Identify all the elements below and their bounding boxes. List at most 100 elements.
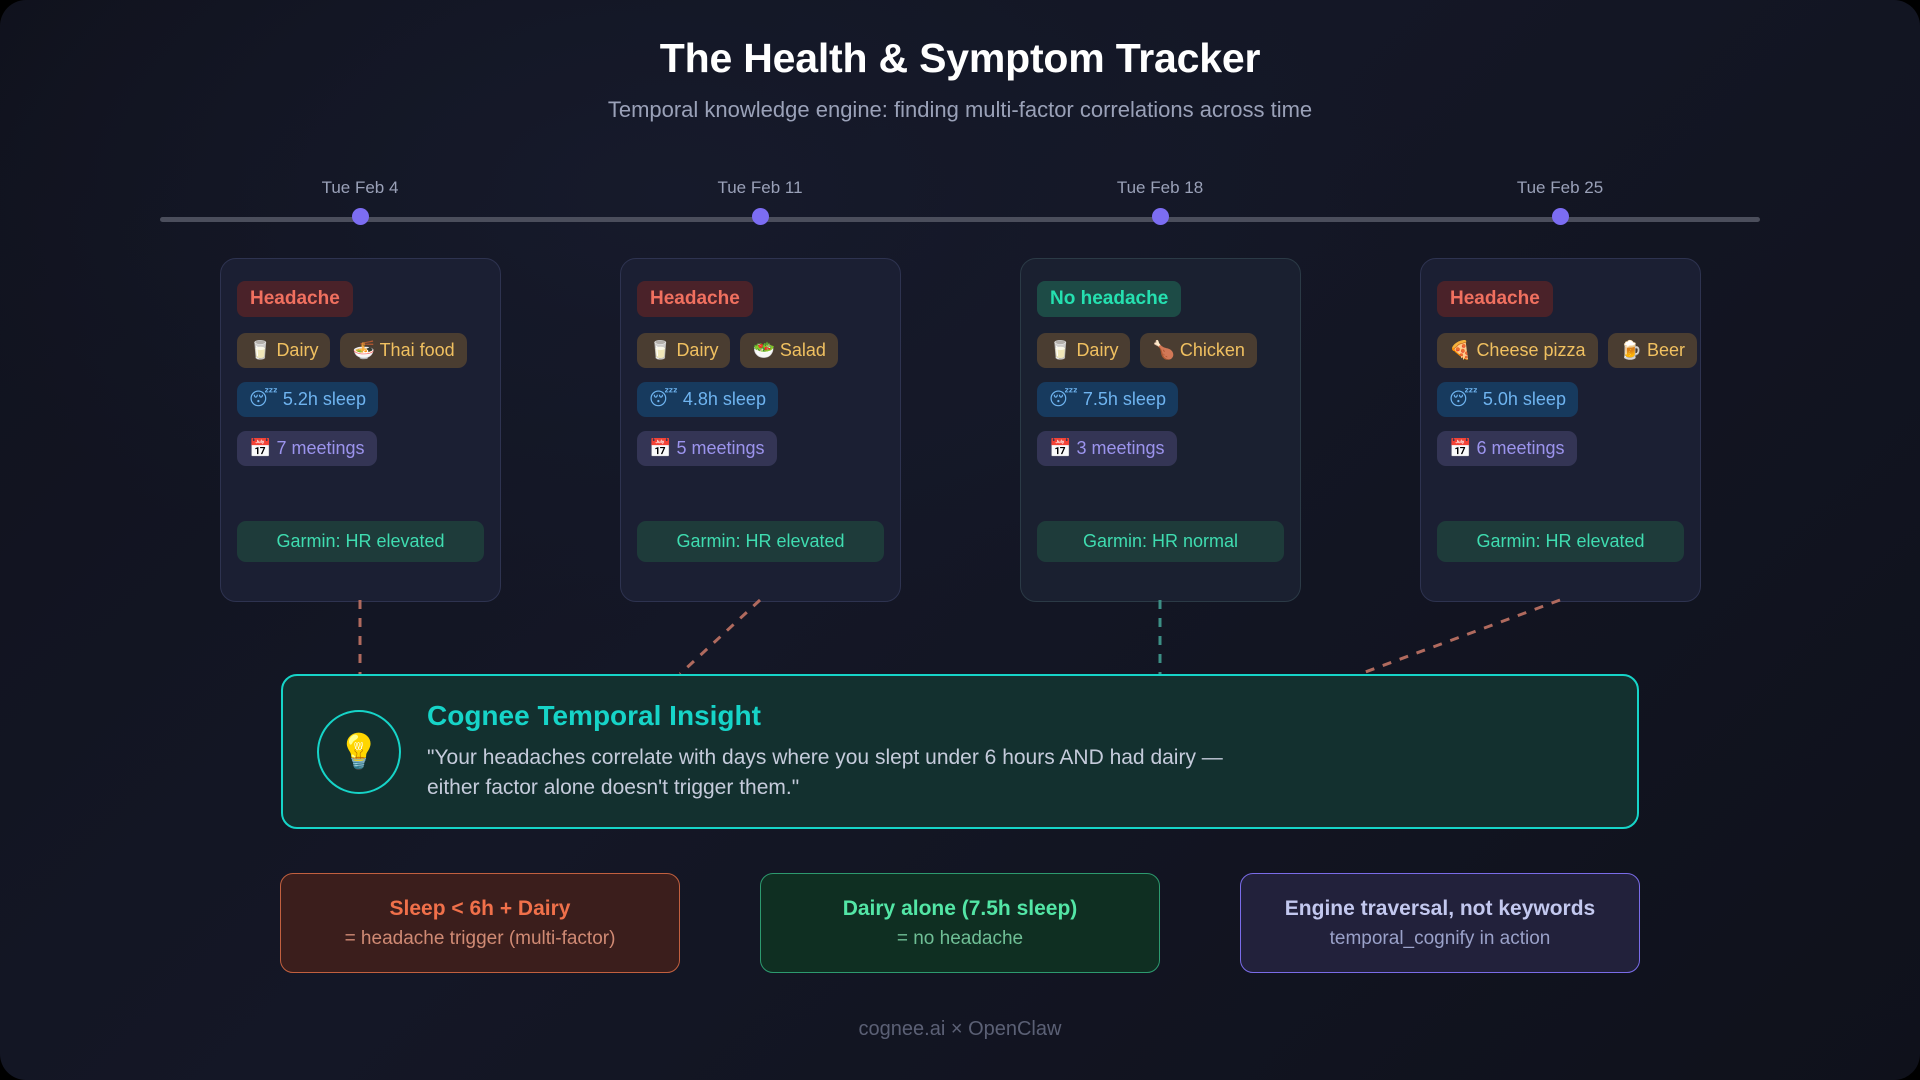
food-tag-row: 🥛 Dairy 🍜 Thai food [237, 333, 484, 368]
meetings-tag[interactable]: 📅 3 meetings [1037, 431, 1177, 466]
conclusion-card-method[interactable]: Engine traversal, not keywords temporal_… [1240, 873, 1640, 973]
timeline-dot-icon[interactable] [351, 208, 369, 225]
food-tag[interactable]: 🍗 Chicken [1140, 333, 1257, 368]
timeline-dot-icon[interactable] [751, 208, 769, 225]
meetings-row: 📅 3 meetings [1037, 431, 1284, 466]
device-badge[interactable]: Garmin: HR elevated [237, 521, 484, 562]
food-tag[interactable]: 🍜 Thai food [340, 333, 467, 368]
timeline-point-1[interactable]: Tue Feb 11 [660, 178, 860, 225]
sleeping-face-icon: 😴 [1449, 389, 1478, 410]
food-tag-label: Cheese pizza [1476, 340, 1586, 360]
food-tag[interactable]: 🍕 Cheese pizza [1437, 333, 1598, 368]
food-tag-row: 🥛 Dairy 🥗 Salad [637, 333, 884, 368]
insight-quote-line-2: either factor alone doesn't trigger them… [427, 776, 800, 799]
noodles-icon: 🍜 [352, 340, 375, 361]
sleep-tag-label: 4.8h sleep [682, 389, 766, 409]
sleeping-face-icon: 😴 [1049, 389, 1078, 410]
device-badge[interactable]: Garmin: HR elevated [1437, 521, 1684, 562]
sleep-row: 😴 5.0h sleep [1437, 382, 1684, 417]
food-tag[interactable]: 🥗 Salad [740, 333, 838, 368]
status-badge: Headache [1437, 281, 1553, 317]
sleep-tag-label: 5.0h sleep [1482, 389, 1566, 409]
timeline-label: Tue Feb 18 [1116, 178, 1204, 197]
timeline-label: Tue Feb 11 [717, 178, 803, 197]
food-tag[interactable]: 🍺 Beer [1607, 333, 1697, 368]
calendar-icon: 📅 [1449, 438, 1472, 459]
timeline-dot-icon[interactable] [1151, 208, 1169, 225]
chicken-icon: 🍗 [1152, 340, 1175, 361]
meetings-tag[interactable]: 📅 5 meetings [637, 431, 777, 466]
food-tag-label: Salad [779, 340, 826, 360]
timeline-dot-icon[interactable] [1551, 208, 1569, 225]
meetings-tag-label: 5 meetings [676, 438, 765, 458]
milk-icon: 🥛 [649, 340, 672, 361]
sleep-tag[interactable]: 😴 5.2h sleep [237, 382, 378, 417]
connector-line-3 [1359, 598, 1561, 676]
conclusion-row: Sleep < 6h + Dairy = headache trigger (m… [0, 873, 1920, 973]
day-card[interactable]: No headache 🥛 Dairy 🍗 Chicken 😴 7.5h sle… [1020, 258, 1301, 602]
food-tag[interactable]: 🥛 Dairy [637, 333, 731, 368]
page-subtitle: Temporal knowledge engine: finding multi… [607, 97, 1313, 123]
device-badge[interactable]: Garmin: HR elevated [637, 521, 884, 562]
sleep-tag[interactable]: 😴 5.0h sleep [1437, 382, 1578, 417]
timeline-label: Tue Feb 4 [321, 178, 399, 197]
timeline: Tue Feb 4 Tue Feb 11 Tue Feb 18 Tue Feb … [160, 178, 1760, 230]
conclusion-secondary: = headache trigger (multi-factor) [344, 927, 616, 949]
food-tag-label: Dairy [276, 340, 319, 360]
status-badge: Headache [237, 281, 353, 317]
conclusion-card-control[interactable]: Dairy alone (7.5h sleep) = no headache [760, 873, 1160, 973]
meetings-tag[interactable]: 📅 6 meetings [1437, 431, 1577, 466]
conclusion-card-trigger[interactable]: Sleep < 6h + Dairy = headache trigger (m… [280, 873, 680, 973]
calendar-icon: 📅 [649, 438, 672, 459]
food-tag[interactable]: 🥛 Dairy [237, 333, 331, 368]
sleep-tag-label: 5.2h sleep [282, 389, 366, 409]
insight-title: Cognee Temporal Insight [427, 700, 761, 732]
insight-panel: 💡 Cognee Temporal Insight "Your headache… [281, 674, 1639, 829]
timeline-point-0[interactable]: Tue Feb 4 [260, 178, 460, 225]
insight-quote-line-1: "Your headaches correlate with days wher… [427, 746, 1223, 770]
timeline-point-3[interactable]: Tue Feb 25 [1460, 178, 1660, 225]
salad-icon: 🥗 [752, 340, 775, 361]
pizza-icon: 🍕 [1449, 340, 1472, 361]
food-tag-label: Beer [1646, 340, 1685, 360]
food-tag-label: Dairy [1076, 340, 1119, 360]
connector-line-1 [678, 598, 762, 676]
sleep-tag-label: 7.5h sleep [1082, 389, 1166, 409]
meetings-tag[interactable]: 📅 7 meetings [237, 431, 377, 466]
food-tag-label: Thai food [379, 340, 455, 360]
day-card[interactable]: Headache 🥛 Dairy 🥗 Salad 😴 4.8h sleep 📅 … [620, 258, 901, 602]
sleep-tag[interactable]: 😴 4.8h sleep [637, 382, 778, 417]
milk-icon: 🥛 [249, 340, 272, 361]
day-card[interactable]: Headache 🍕 Cheese pizza 🍺 Beer 😴 5.0h sl… [1420, 258, 1701, 602]
sleep-row: 😴 4.8h sleep [637, 382, 884, 417]
meetings-row: 📅 5 meetings [637, 431, 884, 466]
conclusion-primary: Engine traversal, not keywords [1284, 896, 1596, 920]
timeline-label: Tue Feb 25 [1516, 178, 1604, 197]
calendar-icon: 📅 [249, 438, 272, 459]
beer-icon: 🍺 [1619, 340, 1642, 361]
insight-body: Cognee Temporal Insight "Your headaches … [427, 700, 1603, 803]
food-tag[interactable]: 🥛 Dairy [1037, 333, 1131, 368]
meetings-row: 📅 6 meetings [1437, 431, 1684, 466]
connector-lines [358, 598, 1561, 676]
sleep-tag[interactable]: 😴 7.5h sleep [1037, 382, 1178, 417]
sleeping-face-icon: 😴 [249, 389, 278, 410]
status-badge: Headache [637, 281, 753, 317]
timeline-point-2[interactable]: Tue Feb 18 [1060, 178, 1260, 225]
page-title: The Health & Symptom Tracker [659, 35, 1261, 81]
meetings-tag-label: 3 meetings [1076, 438, 1165, 458]
conclusion-primary: Sleep < 6h + Dairy [389, 896, 571, 920]
footer-credit: cognee.ai × OpenClaw [858, 1018, 1062, 1040]
sleep-row: 😴 7.5h sleep [1037, 382, 1284, 417]
device-badge[interactable]: Garmin: HR normal [1037, 521, 1284, 562]
food-tag-label: Dairy [676, 340, 719, 360]
conclusion-secondary: temporal_cognify in action [1329, 927, 1551, 949]
day-card[interactable]: Headache 🥛 Dairy 🍜 Thai food 😴 5.2h slee… [220, 258, 501, 602]
milk-icon: 🥛 [1049, 340, 1072, 361]
timeline-axis-line [160, 217, 1760, 222]
sleep-row: 😴 5.2h sleep [237, 382, 484, 417]
connector-layer [0, 598, 1920, 678]
lightbulb-icon: 💡 [317, 709, 401, 794]
meetings-row: 📅 7 meetings [237, 431, 484, 466]
